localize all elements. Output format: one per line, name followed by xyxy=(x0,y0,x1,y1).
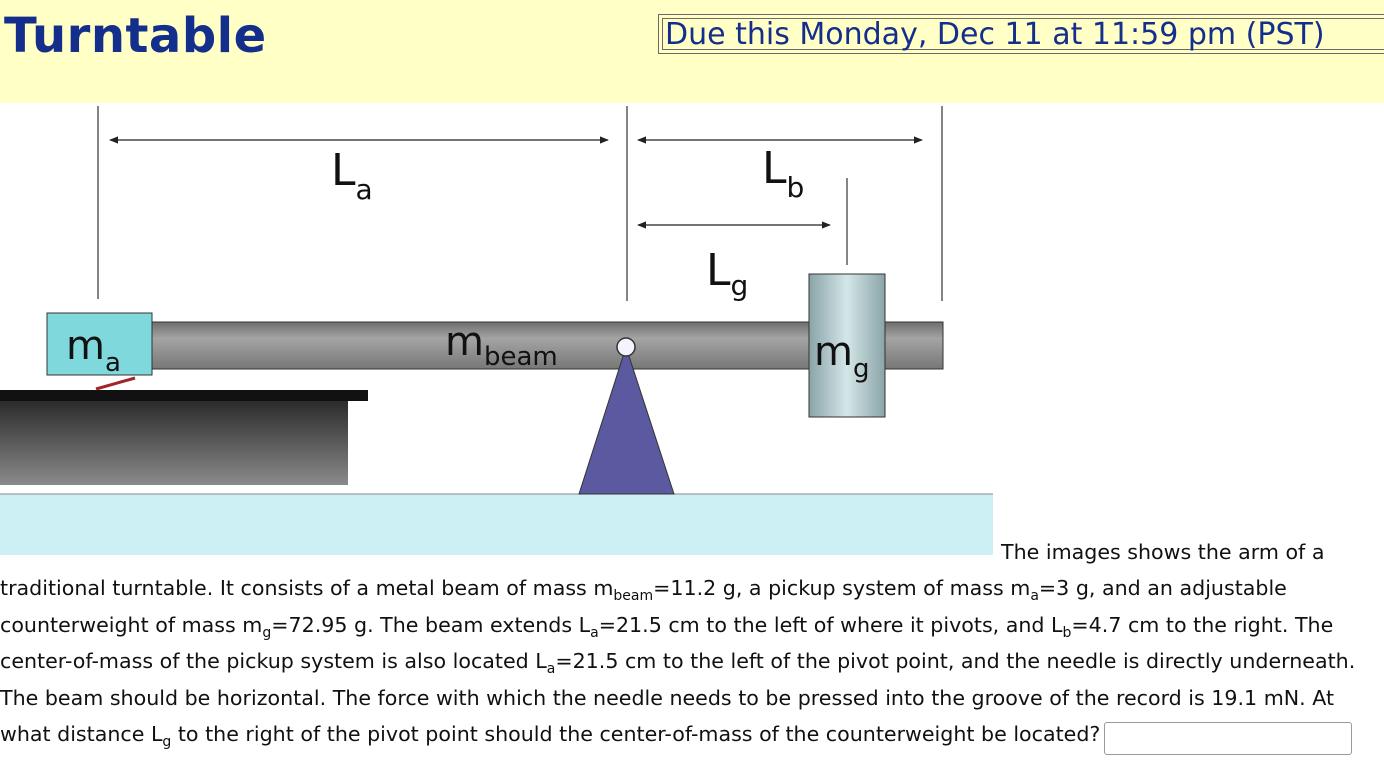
problem-part: =72.95 g. The beam extends L xyxy=(271,612,591,637)
label-ma: ma xyxy=(66,323,121,378)
subscript: beam xyxy=(613,588,654,605)
label-mg-main: m xyxy=(814,329,853,375)
problem-part: =11.2 g, a pickup system of mass m xyxy=(653,576,1031,601)
subscript: a xyxy=(546,661,556,678)
label-la-sub: a xyxy=(356,173,373,206)
due-date-text: Due this Monday, Dec 11 at 11:59 pm (PST… xyxy=(665,17,1325,52)
pickup-mass xyxy=(46,312,153,376)
counterweight xyxy=(808,273,886,418)
page-title: Turntable xyxy=(4,8,267,64)
problem-part: =21.5 cm to the left of the pivot point,… xyxy=(0,649,1356,747)
label-mg: mg xyxy=(814,329,869,384)
problem-text: The images shows the arm of a traditional… xyxy=(0,534,1384,756)
subscript: a xyxy=(1030,588,1039,605)
ground xyxy=(0,494,993,555)
turntable-figure: La Lb Lg ma mbeam mg xyxy=(0,103,993,555)
pivot-point xyxy=(616,337,636,357)
subscript: a xyxy=(590,624,599,641)
answer-input[interactable] xyxy=(1104,722,1353,756)
label-lb-sub: b xyxy=(787,171,805,204)
problem-part: =4.7 cm to the right. The center-of-mass… xyxy=(0,612,1334,674)
problem-part: traditional turntable. It consists of a … xyxy=(0,576,614,601)
pivot-support xyxy=(578,345,675,495)
turntable-diagram: La Lb Lg ma mbeam mg xyxy=(0,106,993,555)
problem-intro: The images shows the arm of a xyxy=(1001,540,1325,564)
label-la: La xyxy=(331,145,373,206)
label-la-main: L xyxy=(331,145,356,196)
label-mbeam: mbeam xyxy=(445,319,558,372)
problem-part: =3 g, and an adjustable counterweight of… xyxy=(0,576,1287,637)
problem-part: =21.5 cm to the left of where it pivots,… xyxy=(598,612,1063,637)
label-mg-sub: g xyxy=(853,354,870,384)
subscript: g xyxy=(162,734,172,751)
label-lb-main: L xyxy=(762,143,787,194)
subscript: b xyxy=(1062,624,1072,641)
label-lg-main: L xyxy=(706,245,731,296)
label-ma-main: m xyxy=(66,323,105,369)
due-date-box: Due this Monday, Dec 11 at 11:59 pm (PST… xyxy=(658,14,1384,54)
label-mbeam-main: m xyxy=(445,319,484,365)
record-surface xyxy=(0,390,368,401)
label-lg: Lg xyxy=(706,245,748,302)
platter-body xyxy=(0,400,348,485)
subscript: g xyxy=(262,624,272,641)
label-lg-sub: g xyxy=(731,269,749,302)
label-mbeam-sub: beam xyxy=(484,342,558,372)
problem-part: to the right of the pivot point should t… xyxy=(171,722,1101,747)
due-date-inner-border xyxy=(662,18,1384,50)
header-bar: Turntable Due this Monday, Dec 11 at 11:… xyxy=(0,0,1384,103)
label-lb: Lb xyxy=(762,143,804,204)
label-ma-sub: a xyxy=(105,348,121,378)
needle xyxy=(95,376,136,391)
